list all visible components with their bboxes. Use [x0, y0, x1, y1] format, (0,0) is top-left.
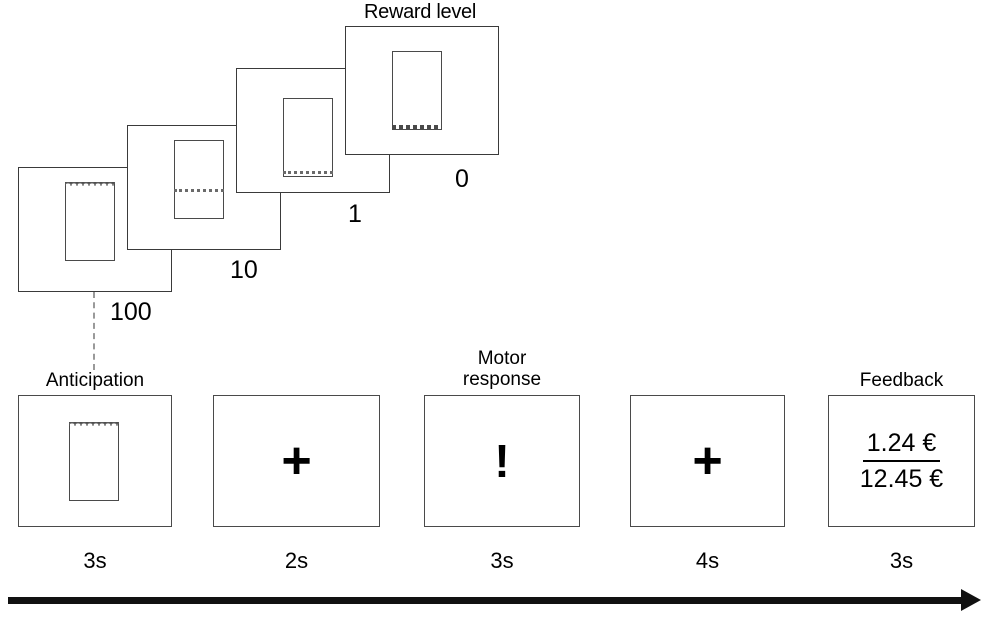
frame-caption-motor-response: Motor response	[462, 348, 542, 390]
reward-card-label-0: 0	[455, 165, 469, 193]
frame-delay-1: +	[213, 395, 380, 527]
time-arrow-head-icon	[961, 589, 981, 611]
frame-feedback: 1.24 € 12.45 €	[828, 395, 975, 527]
frame-duration-delay-1: 2s	[284, 548, 309, 573]
fill-indicator-0	[392, 125, 442, 130]
frame-anticipation	[18, 395, 172, 527]
fill-indicator-10	[174, 189, 224, 192]
frame-duration-delay-2: 4s	[695, 548, 720, 573]
reward-card-label-100: 100	[110, 298, 152, 326]
frame-caption-feedback: Feedback	[859, 370, 944, 391]
reward-vessel-10	[174, 140, 224, 219]
frame-duration-feedback: 3s	[889, 548, 914, 573]
reward-vessel-1	[283, 98, 333, 177]
feedback-trial-amount: 1.24 €	[862, 427, 941, 462]
target-symbol: !	[494, 435, 510, 487]
reward-vessel-0	[392, 51, 442, 130]
fixation-cross-1: +	[281, 432, 312, 490]
frame-motor-response: !	[424, 395, 580, 527]
frame-caption-anticipation: Anticipation	[45, 370, 145, 391]
feedback-fraction: 1.24 € 12.45 €	[829, 427, 974, 495]
reward-card-label-1: 1	[348, 200, 362, 228]
fill-indicator-100	[65, 181, 115, 186]
anticipation-vessel	[69, 421, 119, 501]
anticipation-fill-indicator	[69, 421, 119, 426]
reward-card-0	[345, 26, 499, 155]
fill-indicator-1	[283, 171, 333, 174]
time-arrow-shaft	[8, 597, 963, 604]
reward-vessel-100	[65, 181, 115, 261]
reward-level-title: Reward level	[364, 1, 477, 23]
frame-duration-motor-response: 3s	[490, 548, 514, 573]
reward-card-label-10: 10	[230, 256, 258, 284]
cue-to-anticipation-connector	[93, 292, 95, 370]
feedback-total-amount: 12.45 €	[859, 465, 944, 493]
fixation-cross-2: +	[692, 432, 723, 490]
frame-delay-2: +	[630, 395, 785, 527]
frame-duration-anticipation: 3s	[83, 548, 107, 573]
